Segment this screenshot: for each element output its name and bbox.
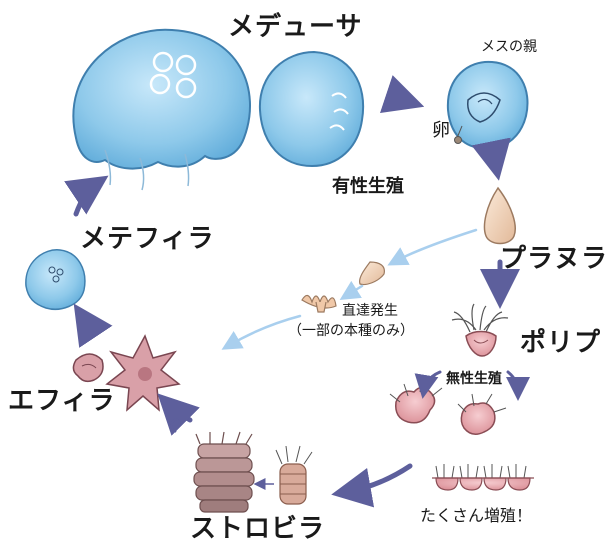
early-strobila-icon — [276, 446, 312, 504]
multiply-label: たくさん増殖！ — [420, 502, 532, 526]
budding-polyp-icon — [390, 380, 506, 434]
arrow-metephyra-to-medusa — [76, 184, 96, 214]
medusa-label: メデューサ — [228, 6, 362, 43]
ephyra-label: エフィラ — [8, 380, 115, 417]
medusa-side-icon — [260, 52, 363, 166]
arrow-asexual-right — [508, 372, 518, 392]
medusa-large-icon — [73, 30, 250, 190]
arrow-asexual-left — [424, 372, 440, 390]
polyp-colony-icon — [432, 464, 534, 490]
direct-development-note: （一部の本種のみ） — [288, 320, 414, 340]
egg-label: 卵 — [432, 116, 450, 142]
strobila-icon — [194, 432, 254, 512]
sexual-reproduction-label: 有性生殖 — [332, 172, 404, 198]
asexual-reproduction-label: 無性生殖 — [446, 368, 502, 388]
arrow-medusa-to-parent — [392, 98, 410, 102]
strobila-label: ストロビラ — [190, 508, 325, 545]
planula-label: プラヌラ — [500, 238, 608, 275]
metephyra-label: メテフィラ — [80, 218, 214, 255]
planula-icon — [485, 188, 516, 244]
polyp-icon — [452, 304, 508, 356]
arrow-ephyra-to-metephyra — [82, 316, 96, 330]
arrow-strobila-to-ephyra — [168, 404, 190, 420]
female-medusa-icon — [448, 62, 528, 149]
direct-development-label: 直達発生 — [342, 300, 398, 320]
polyp-label: ポリプ — [520, 322, 601, 359]
female-parent-label: メスの親 — [481, 36, 537, 56]
arrow-polyp-to-strobila — [346, 466, 410, 492]
metephyra-icon — [26, 250, 85, 309]
